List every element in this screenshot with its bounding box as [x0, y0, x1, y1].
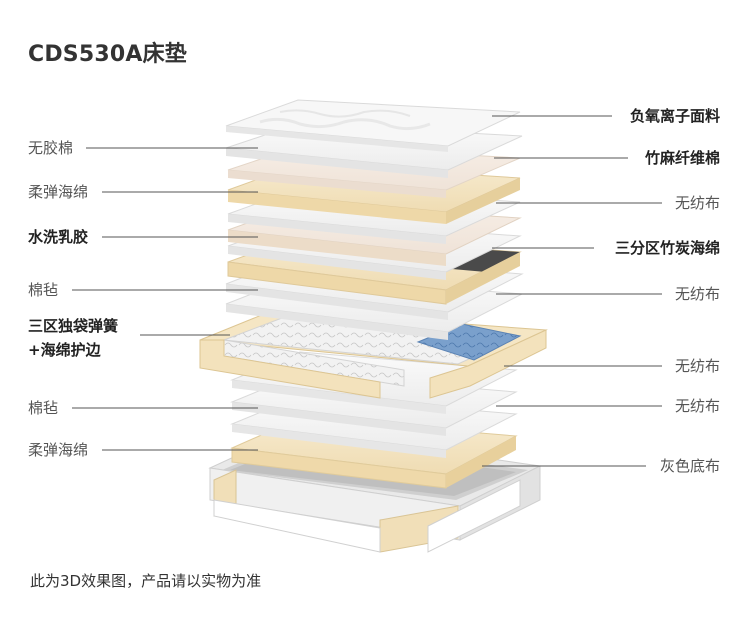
- label-bamboo-fiber: 竹麻纤维棉: [644, 149, 720, 167]
- label-glue-free-cotton: 无胶棉: [28, 139, 74, 157]
- disclaimer-note: 此为3D效果图，产品请以实物为准: [30, 572, 262, 590]
- label-zoned-charcoal-foam: 三分区竹炭海绵: [614, 239, 720, 257]
- label-foam-edge: +海绵护边: [28, 341, 101, 359]
- label-nonwoven-3: 无纺布: [674, 357, 720, 375]
- top-fabric-layer: [225, 99, 521, 152]
- label-nonwoven-1: 无纺布: [674, 194, 720, 212]
- label-anion-fabric: 负氧离子面料: [629, 107, 720, 125]
- page-title: CDS530A床垫: [28, 42, 188, 67]
- label-soft-foam-top: 柔弹海绵: [28, 183, 89, 201]
- label-nonwoven-4: 无纺布: [674, 397, 720, 415]
- label-washed-latex: 水洗乳胶: [28, 228, 89, 246]
- label-felt-upper: 棉毡: [28, 281, 59, 299]
- label-gray-base-cloth: 灰色底布: [659, 457, 720, 475]
- label-pocket-springs: 三区独袋弹簧: [28, 317, 119, 335]
- label-soft-foam-bottom: 柔弹海绵: [28, 441, 89, 459]
- label-felt-lower: 棉毡: [28, 399, 59, 417]
- label-nonwoven-2: 无纺布: [674, 285, 720, 303]
